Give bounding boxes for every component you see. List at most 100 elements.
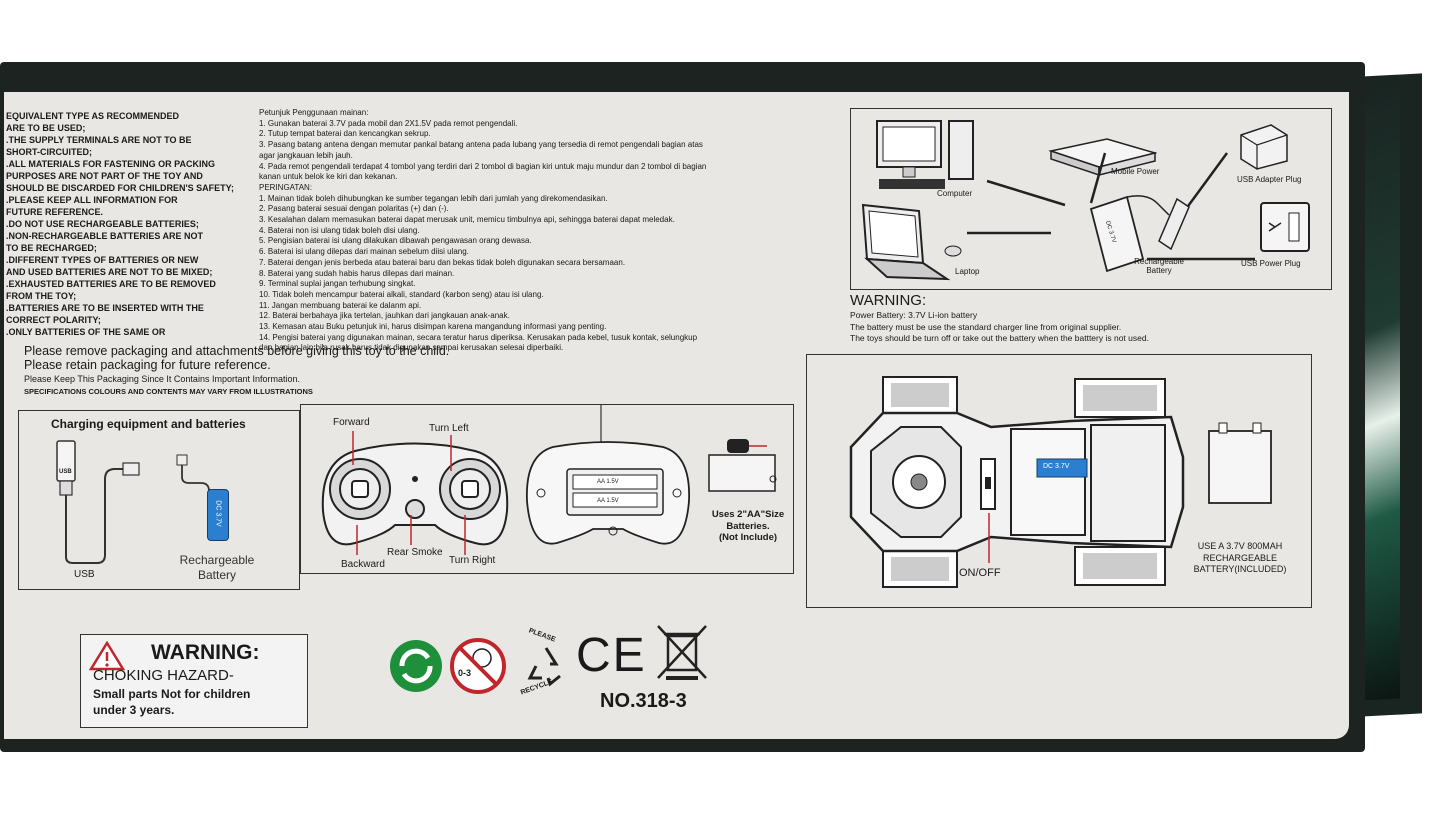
battery-warning-line-1: Power Battery: 3.7V Li-ion battery	[850, 310, 978, 320]
car-battery-text: DC 3.7V	[1043, 463, 1070, 470]
choking-warning-box: WARNING: CHOKING HAZARD- Small parts Not…	[80, 634, 308, 728]
remote-pointer-lines	[352, 405, 602, 555]
age-label: 0-3	[458, 668, 472, 678]
car-battery-box-icon	[1208, 422, 1272, 504]
mobile-power-icon	[1048, 138, 1157, 177]
choking-line-3: under 3 years.	[93, 703, 175, 717]
remote-panel: Forward Turn Left Backward Rear Smoke Tu…	[300, 404, 794, 574]
model-number: NO.318-3	[600, 690, 687, 712]
safety-text-line: FROM THE TOY;	[6, 291, 77, 301]
charging-panel: Charging equipment and batteries USB USB…	[18, 410, 300, 590]
battery-warning: WARNING: Power Battery: 3.7V Li-ion batt…	[850, 292, 1330, 345]
indonesian-step: 3. Pasang batang antena dengan memutar p…	[259, 140, 703, 150]
warning-triangle-icon	[89, 641, 125, 671]
rechargeable-device-line-1: Rechargeable	[1134, 257, 1184, 266]
safety-text-line: EQUIVALENT TYPE AS RECOMMENDED	[6, 111, 180, 121]
safety-text-line: CORRECT POLARITY;	[6, 315, 101, 325]
laptop-label: Laptop	[955, 267, 980, 276]
uses-aa-text: Uses 2"AA"Size Batteries. (Not Include)	[705, 509, 791, 544]
choking-line-1: CHOKING HAZARD-	[93, 667, 234, 684]
remote-back-icon	[526, 441, 690, 545]
battery-compartment-icon	[708, 439, 777, 492]
battery-cable-icon	[176, 454, 210, 493]
usb-power-plug-icon	[1260, 202, 1310, 252]
indonesian-warning: 2. Pasang baterai sesuai dengan polarita…	[259, 204, 449, 214]
safety-text-lines: EQUIVALENT TYPE AS RECOMMENDED ARE TO BE …	[6, 110, 256, 338]
turn-right-label: Turn Right	[449, 555, 496, 566]
safety-text-line: SHOULD BE DISCARDED FOR CHILDREN'S SAFET…	[6, 183, 234, 193]
safety-text-line: .NON-RECHARGEABLE BATTERIES ARE NOT	[6, 231, 204, 241]
battery-warning-line-2: The battery must be use the standard cha…	[850, 321, 1122, 332]
indonesian-warnings: 1. Mainan tidak boleh dihubungkan ke sum…	[259, 194, 819, 355]
safety-text-line: AND USED BATTERIES ARE NOT TO BE MIXED;	[6, 267, 213, 277]
packaging-line-3: Please Keep This Packaging Since It Cont…	[24, 374, 300, 384]
safety-text-line: ARE TO BE USED;	[6, 123, 86, 133]
uses-aa-line-3: (Not Include)	[718, 532, 778, 543]
indonesian-title: Petunjuk Penggunaan mainan:	[259, 108, 369, 117]
indonesian-warning-title: PERINGATAN:	[259, 182, 313, 192]
battery-pack-text: DC 3.7V	[214, 500, 222, 527]
device-connector-lines	[967, 152, 1255, 261]
use-battery-line-1: USE A 3.7V 800MAH	[1197, 541, 1283, 551]
indonesian-warning: 3. Kesalahan dalam memasukan baterai dap…	[259, 215, 675, 225]
indonesian-instructions: Petunjuk Penggunaan mainan: 1. Gunakan b…	[259, 108, 819, 354]
safety-text-list: EQUIVALENT TYPE AS RECOMMENDED ARE TO BE …	[6, 110, 256, 338]
rechargeable-device-label: Rechargeable Battery	[1119, 257, 1199, 275]
indonesian-step: agar jangkauan lebih jauh.	[259, 150, 353, 160]
aa-battery-1-label: AA 1.5V	[597, 479, 619, 485]
packaging-notice: Please remove packaging and attachments …	[24, 344, 644, 398]
indonesian-step: 1. Gunakan baterai 3.7V pada mobil dan 2…	[259, 118, 518, 128]
indonesian-warning: 10. Tidak boleh mencampur baterai alkali…	[259, 289, 544, 299]
usb-plug-text: USB	[59, 469, 72, 475]
weee-bin-icon	[657, 625, 707, 680]
indonesian-warning: 11. Jangan membuang baterai ke dalanm ap…	[259, 300, 422, 310]
safety-text-line: .BATTERIES ARE TO BE INSERTED WITH THE	[6, 303, 204, 313]
laptop-icon	[861, 203, 962, 281]
indonesian-warning: 12. Baterai berbahaya jika tertelan, jau…	[259, 311, 510, 321]
computer-icon	[876, 120, 974, 189]
indonesian-warning: 9. Terminal suplai jangan terhubung sing…	[259, 279, 416, 289]
usb-cable-icon	[56, 440, 140, 564]
mobile-power-label: Mobile Power	[1111, 167, 1160, 176]
usb-adapter-label: USB Adapter Plug	[1237, 175, 1302, 184]
use-battery-line-3: BATTERY(INCLUDED)	[1193, 564, 1287, 574]
safety-text-line: .DIFFERENT TYPES OF BATTERIES OR NEW	[6, 255, 199, 265]
safety-text-line: .DO NOT USE RECHARGEABLE BATTERIES;	[6, 219, 199, 229]
indonesian-warning: 8. Baterai yang sudah habis harus dilepa…	[259, 268, 455, 278]
recycle-icon	[527, 647, 561, 687]
use-battery-text: USE A 3.7V 800MAH RECHARGEABLE BATTERY(I…	[1175, 541, 1305, 576]
rear-smoke-label: Rear Smoke	[387, 547, 443, 558]
car-diagram-panel: DC 3.7V ON/OFF USE A 3.7V 800MAH RECHARG…	[806, 354, 1312, 608]
turn-left-label: Turn Left	[429, 423, 469, 434]
indonesian-warning: dan bagian lain bila rusak harus tidak d…	[259, 343, 564, 353]
backward-label: Backward	[341, 559, 385, 570]
safety-text-line: .EXHAUSTED BATTERIES ARE TO BE REMOVED	[6, 279, 216, 289]
instruction-panel: EQUIVALENT TYPE AS RECOMMENDED ARE TO BE …	[4, 92, 1349, 739]
computer-label: Computer	[937, 189, 973, 198]
usb-power-plug-label: USB Power Plug	[1241, 259, 1301, 268]
safety-text-line: TO BE RECHARGED;	[6, 243, 97, 253]
safety-text-line: .ALL MATERIALS FOR FASTENING OR PACKING	[6, 159, 215, 169]
indonesian-step: 2. Tutup tempat baterai dan kencangkan s…	[259, 129, 431, 139]
choking-line-2: Small parts Not for children	[93, 687, 251, 701]
indonesian-warning: 5. Pengisian baterai isi ulang dilakukan…	[259, 236, 532, 246]
rechargeable-label-line-2: Battery	[197, 568, 236, 582]
indonesian-steps: 1. Gunakan baterai 3.7V pada mobil dan 2…	[259, 119, 819, 183]
forward-label: Forward	[333, 417, 370, 428]
indonesian-warning: 7. Baterai dengan jenis berbeda atau bat…	[259, 257, 626, 267]
remote-front-icon	[321, 442, 509, 546]
rechargeable-battery-device-icon	[1089, 195, 1190, 273]
battery-pack-icon: DC 3.7V	[207, 489, 229, 541]
rechargeable-battery-label: Rechargeable Battery	[167, 553, 267, 583]
charging-title: Charging equipment and batteries	[51, 417, 246, 431]
uses-aa-line-1: Uses 2"AA"Size	[711, 509, 785, 520]
charging-devices-panel: Computer Mobile Power USB Adapter Plug L…	[850, 108, 1332, 290]
rechargeable-device-line-2: Battery	[1146, 266, 1172, 275]
use-battery-line-2: RECHARGEABLE	[1202, 552, 1278, 563]
usb-adapter-icon	[1240, 124, 1288, 170]
indonesian-step: 4. Pada remot pengendali terdapat 4 tomb…	[259, 161, 707, 171]
indonesian-warning: 4. Baterai non isi ulang tidak boleh dis…	[259, 225, 420, 235]
packaging-line-2: Please retain packaging for future refer…	[24, 358, 271, 372]
battery-warning-title: WARNING:	[850, 292, 927, 309]
packaging-line-4: SPECIFICATIONS COLOURS AND CONTENTS MAY …	[24, 387, 313, 396]
